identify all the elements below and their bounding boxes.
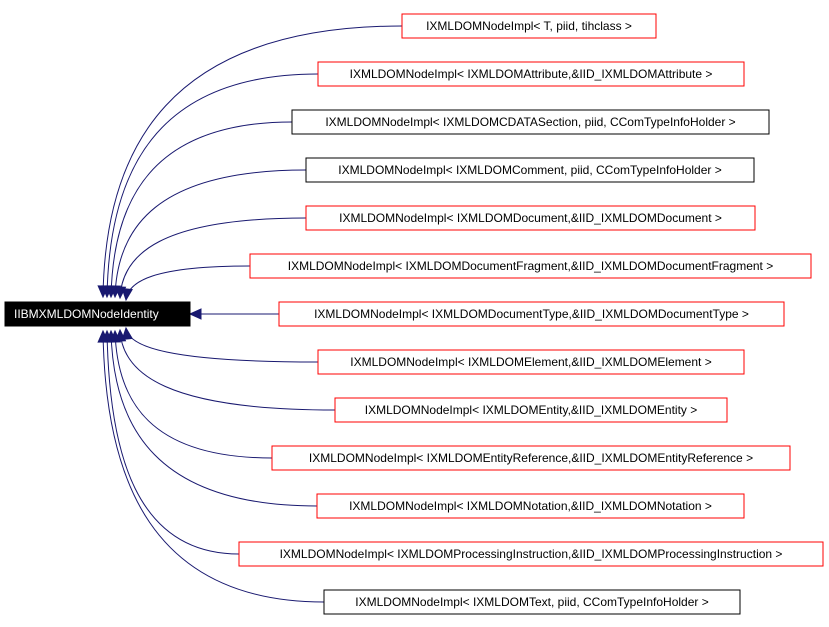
class-node-label: IXMLDOMNodeImpl< IXMLDOMComment, piid, C… — [338, 163, 721, 177]
class-node-9[interactable]: IXMLDOMNodeImpl< IXMLDOMEntityReference,… — [271, 445, 791, 471]
class-node-box[interactable] — [317, 349, 745, 375]
class-node-4[interactable]: IXMLDOMNodeImpl< IXMLDOMDocument,&IID_IX… — [305, 205, 756, 231]
class-node-box[interactable] — [305, 157, 755, 183]
class-node-box[interactable] — [317, 61, 745, 87]
inheritance-arrowhead-6 — [188, 308, 202, 320]
class-node-box[interactable] — [401, 13, 657, 39]
class-node-7[interactable]: IXMLDOMNodeImpl< IXMLDOMElement,&IID_IXM… — [317, 349, 745, 375]
inheritance-arrowhead-5 — [121, 287, 133, 302]
class-node-label: IXMLDOMNodeImpl< IXMLDOMEntityReference,… — [309, 451, 753, 465]
inheritance-edge-7 — [125, 327, 319, 363]
class-node-box[interactable] — [334, 397, 728, 423]
inheritance-edge-12 — [102, 330, 325, 603]
class-node-box[interactable] — [238, 541, 824, 567]
inheritance-edge-1 — [106, 73, 319, 298]
inheritance-edge-10 — [110, 330, 318, 507]
class-node-11[interactable]: IXMLDOMNodeImpl< IXMLDOMProcessingInstru… — [238, 541, 824, 567]
class-node-12[interactable]: IXMLDOMNodeImpl< IXMLDOMText, piid, CCom… — [323, 589, 741, 615]
class-node-label: IXMLDOMNodeImpl< IXMLDOMElement,&IID_IXM… — [350, 355, 711, 369]
class-node-box[interactable] — [249, 253, 812, 279]
class-node-label: IXMLDOMNodeImpl< T, piid, tihclass > — [426, 19, 632, 33]
class-node-label: IXMLDOMNodeImpl< IXMLDOMDocument,&IID_IX… — [339, 211, 722, 225]
class-node-box[interactable] — [291, 109, 770, 135]
inheritance-edge-11 — [106, 330, 240, 555]
inheritance-edge-3 — [114, 169, 307, 298]
class-node-0[interactable]: IXMLDOMNodeImpl< T, piid, tihclass > — [401, 13, 657, 39]
class-node-box[interactable] — [316, 493, 745, 519]
class-node-label: IXMLDOMNodeImpl< IXMLDOMCDATASection, pi… — [325, 115, 735, 129]
class-node-box[interactable] — [305, 205, 756, 231]
class-node-label: IXMLDOMNodeImpl< IXMLDOMAttribute,&IID_I… — [350, 67, 713, 81]
inheritance-edge-2 — [110, 121, 293, 298]
inheritance-edge-5 — [125, 265, 251, 301]
class-node-label: IXMLDOMNodeImpl< IXMLDOMProcessingInstru… — [280, 547, 783, 561]
class-node-box[interactable] — [271, 445, 791, 471]
class-node-label: IXMLDOMNodeImpl< IXMLDOMNotation,&IID_IX… — [349, 499, 712, 513]
class-node-8[interactable]: IXMLDOMNodeImpl< IXMLDOMEntity,&IID_IXML… — [334, 397, 728, 423]
inheritance-arrowhead-7 — [121, 326, 133, 341]
nodes-layer: IXMLDOMNodeImpl< T, piid, tihclass > IXML… — [238, 13, 824, 615]
class-node-1[interactable]: IXMLDOMNodeImpl< IXMLDOMAttribute,&IID_I… — [317, 61, 745, 87]
class-node-box[interactable] — [323, 589, 741, 615]
inheritance-edge-0 — [102, 25, 403, 298]
inheritance-edge-4 — [119, 217, 307, 299]
root-node[interactable]: IIBMXMLDOMNodeIdentity — [4, 301, 191, 327]
inheritance-edge-9 — [114, 330, 273, 459]
inheritance-edge-8 — [119, 329, 336, 411]
class-node-5[interactable]: IXMLDOMNodeImpl< IXMLDOMDocumentFragment… — [249, 253, 812, 279]
class-node-10[interactable]: IXMLDOMNodeImpl< IXMLDOMNotation,&IID_IX… — [316, 493, 745, 519]
class-node-box[interactable] — [278, 301, 785, 327]
root-node-box[interactable] — [4, 301, 191, 327]
class-node-label: IXMLDOMNodeImpl< IXMLDOMDocumentFragment… — [288, 259, 773, 273]
class-node-6[interactable]: IXMLDOMNodeImpl< IXMLDOMDocumentType,&II… — [278, 301, 785, 327]
class-node-3[interactable]: IXMLDOMNodeImpl< IXMLDOMComment, piid, C… — [305, 157, 755, 183]
class-node-label: IXMLDOMNodeImpl< IXMLDOMDocumentType,&II… — [314, 307, 749, 321]
class-node-2[interactable]: IXMLDOMNodeImpl< IXMLDOMCDATASection, pi… — [291, 109, 770, 135]
root-node-label: IIBMXMLDOMNodeIdentity — [14, 307, 159, 321]
class-node-label: IXMLDOMNodeImpl< IXMLDOMText, piid, CCom… — [355, 595, 708, 609]
inheritance-arrowhead-12 — [97, 329, 109, 343]
edges-layer — [97, 25, 403, 603]
class-node-label: IXMLDOMNodeImpl< IXMLDOMEntity,&IID_IXML… — [365, 403, 698, 417]
